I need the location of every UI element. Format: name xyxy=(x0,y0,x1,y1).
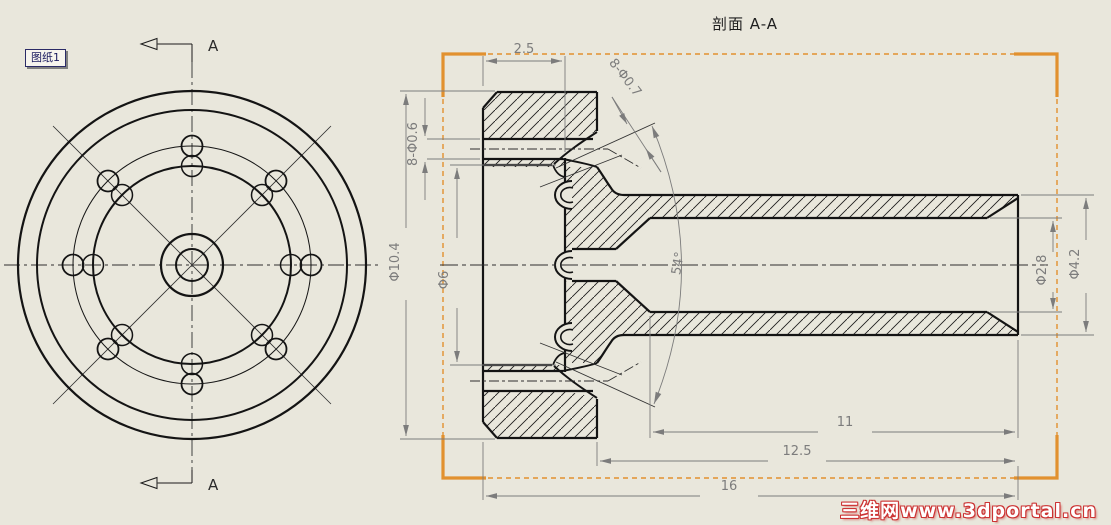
dim-bore-diameter[interactable]: Φ2.8 xyxy=(1035,255,1050,286)
chamfer-circle xyxy=(36,109,348,421)
dim-recess-depth[interactable]: 2.5 xyxy=(514,42,535,57)
dim-overall-length[interactable]: 16 xyxy=(721,479,738,494)
angle-arc-arrows xyxy=(652,126,662,404)
projected-edges xyxy=(539,122,656,408)
sheet-tab[interactable]: 图纸1 xyxy=(25,49,66,67)
dim-small-holes[interactable]: 8-Φ0.6 xyxy=(406,122,421,166)
dim-bore-length[interactable]: 11 xyxy=(837,415,854,430)
dim-countersink-angle[interactable]: 54° xyxy=(669,251,688,276)
section-centerlines xyxy=(440,148,1048,382)
recess-edge-holes xyxy=(81,154,303,376)
section-view-title: 剖面 A-A xyxy=(712,15,779,33)
front-view[interactable]: A A xyxy=(4,37,380,494)
bolt-holes xyxy=(61,134,323,396)
selection-corner-handles[interactable] xyxy=(441,52,1059,480)
dimension-lines xyxy=(400,56,1094,500)
selection-dashed-border xyxy=(442,53,1058,479)
section-line[interactable] xyxy=(139,37,193,490)
bolt-circle xyxy=(72,145,312,385)
dim-shaft-outer-diameter[interactable]: Φ4.2 xyxy=(1068,249,1083,280)
section-label-top: A xyxy=(208,37,219,55)
section-arrow-bottom xyxy=(139,476,158,490)
centerlines xyxy=(4,62,380,470)
dim-outer-diameter[interactable]: Φ10.4 xyxy=(388,242,403,281)
recess-circle xyxy=(92,165,292,365)
center-hole-circle xyxy=(175,248,209,282)
section-view[interactable]: 2.5 8-Φ0.6 Φ6 Φ10.4 8-Φ0.7 54° Φ2.8 Φ4.2… xyxy=(388,42,1094,500)
watermark: 三维网www.3dportal.cn xyxy=(840,500,1097,522)
outer-diameter-circle xyxy=(16,89,368,441)
section-arrow-top xyxy=(139,37,158,51)
section-label-bottom: A xyxy=(208,476,219,494)
dim-shaft-length[interactable]: 12.5 xyxy=(783,444,812,459)
center-boss-circle xyxy=(159,232,225,298)
sheet-selection-box[interactable] xyxy=(441,52,1059,480)
dim-recess-diameter[interactable]: Φ6 xyxy=(437,271,452,290)
dim-counterbore-holes[interactable]: 8-Φ0.7 xyxy=(605,56,644,100)
part-circles xyxy=(16,89,368,441)
